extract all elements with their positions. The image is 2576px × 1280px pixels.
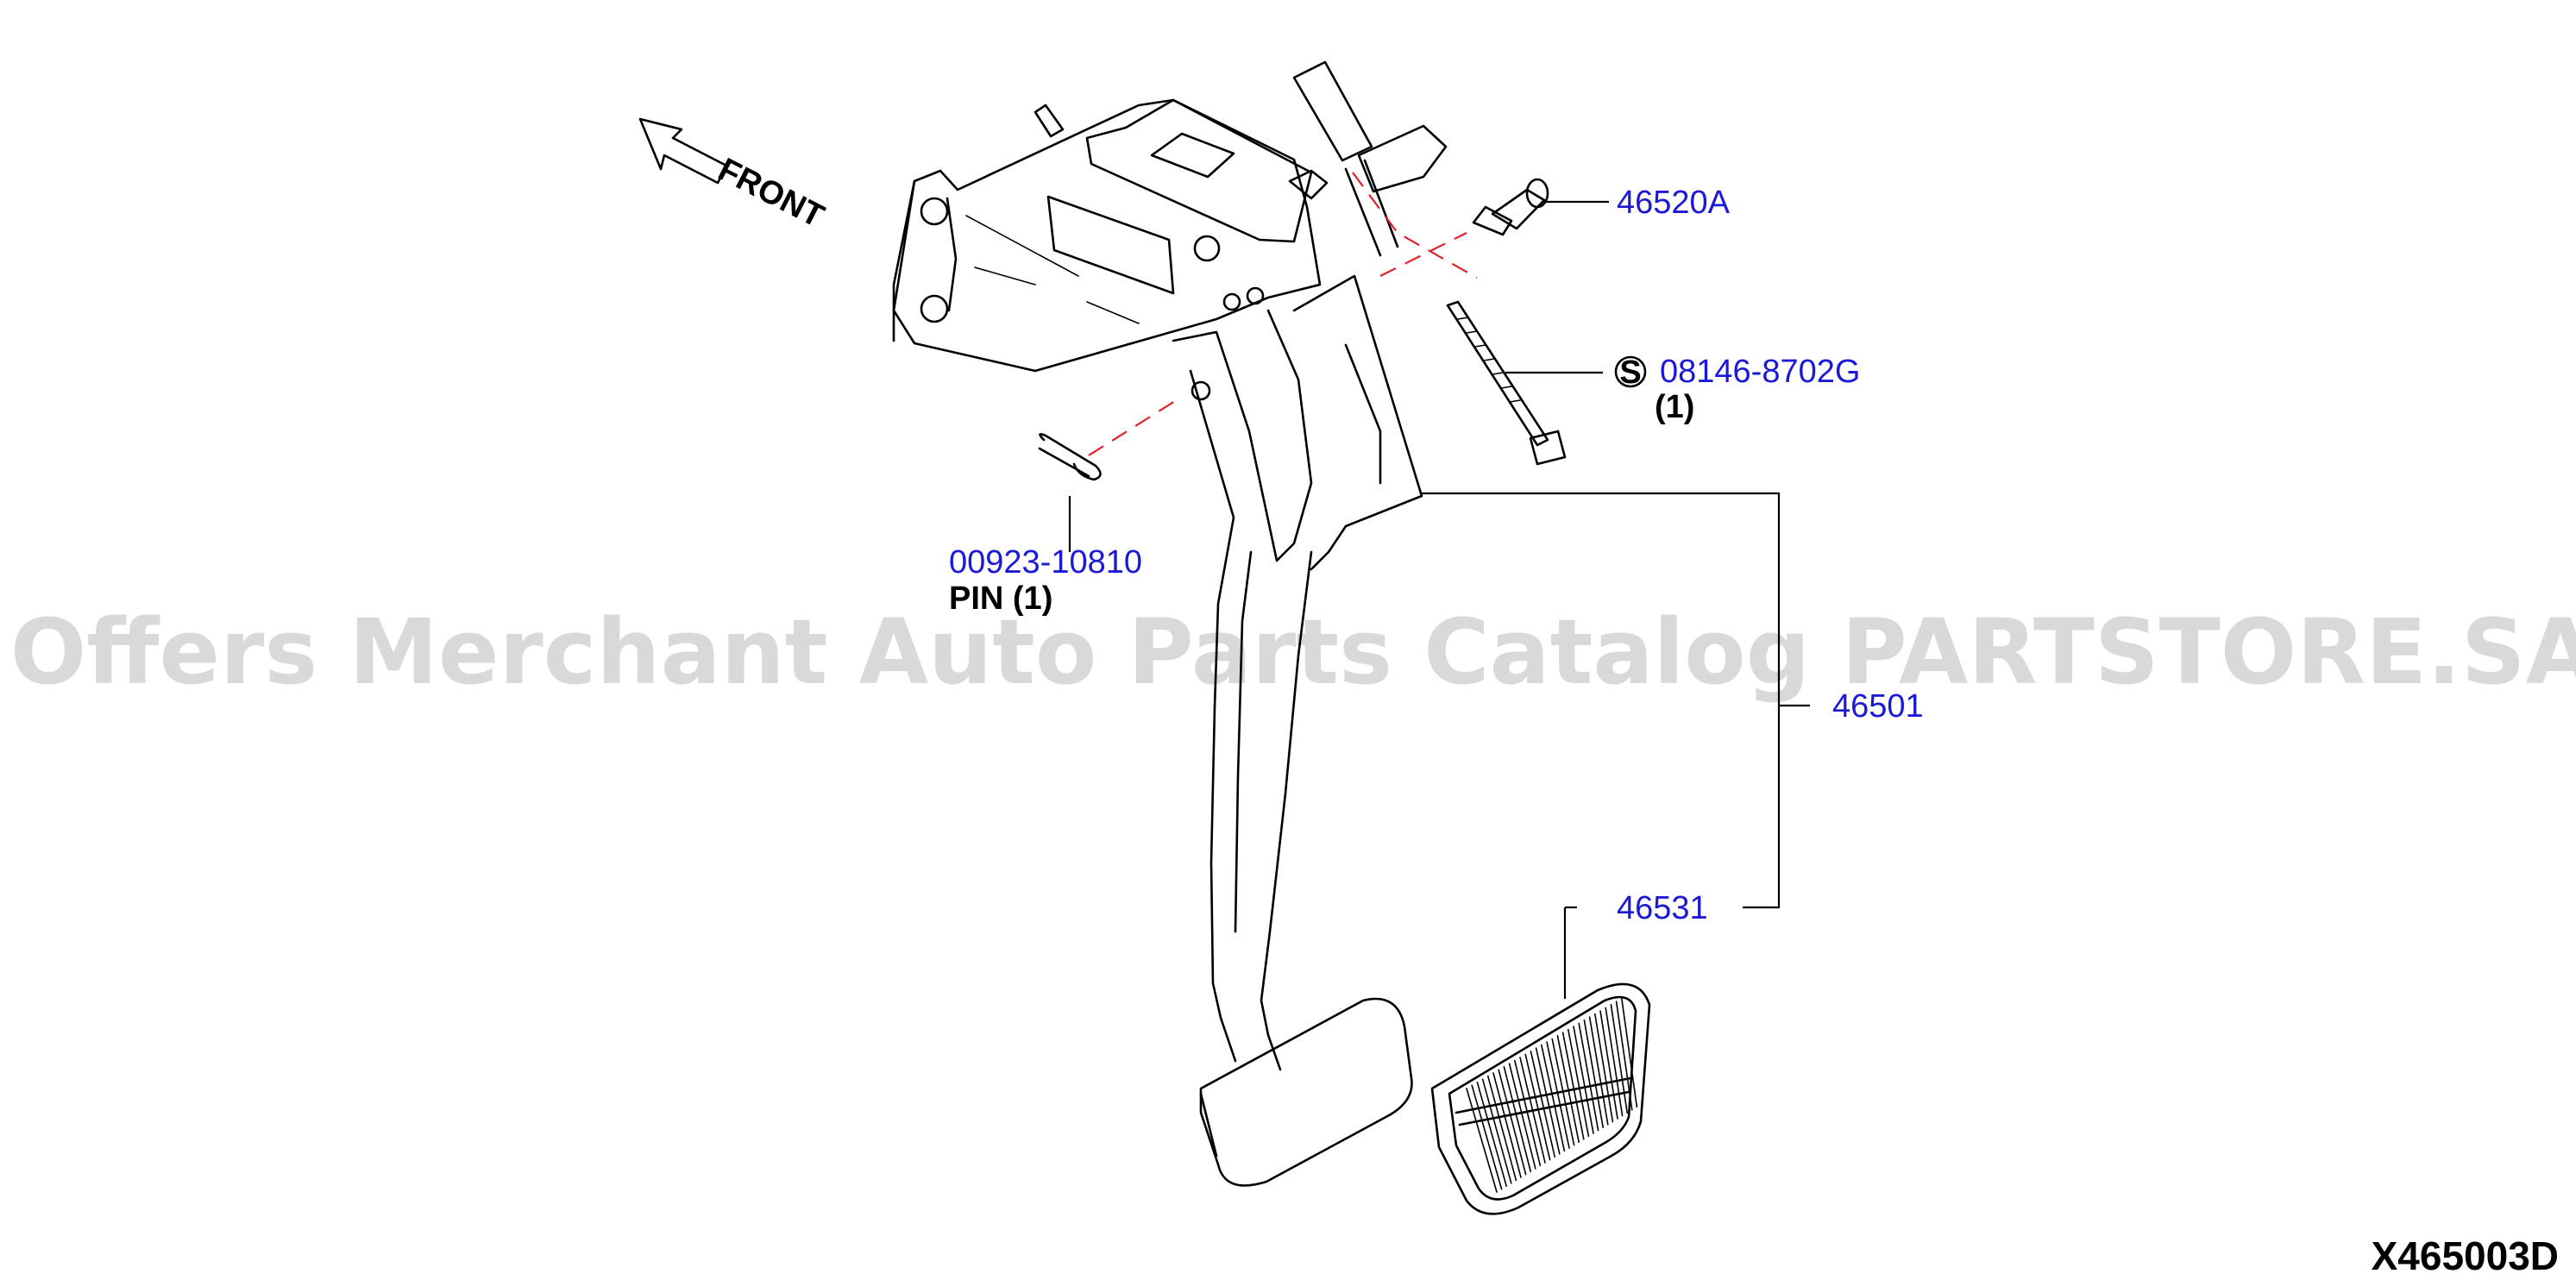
pedal-pad-rib (1561, 1032, 1585, 1140)
leader-lines (1068, 200, 1810, 999)
service-marker-icon (1614, 355, 1647, 388)
pedal-pad-rib (1541, 1044, 1566, 1152)
part-number-46531[interactable]: 46531 (1617, 890, 1708, 926)
pedal-pad-rib (1508, 1063, 1536, 1170)
pedal-pad-rib (1466, 1088, 1498, 1193)
pedal-bracket (892, 60, 1448, 373)
pedal-pad-rib (1481, 1078, 1512, 1184)
pedal-pad-rib (1599, 1010, 1618, 1120)
pedal-pad-bare (1199, 997, 1413, 1187)
assembly-guide-lines (1088, 172, 1478, 456)
pedal-pad-rib (1524, 1053, 1551, 1161)
part-number-00923-10810[interactable]: 00923-10810 (949, 544, 1142, 580)
diagram-code: X465003D (2372, 1233, 2559, 1278)
pedal-pad-rib (1476, 1082, 1507, 1187)
pedal-pad-rib (1588, 1016, 1609, 1126)
part-qty-08146-8702g: (1) (1655, 389, 1694, 425)
pedal-pad-rib (1503, 1066, 1531, 1172)
front-arrow-icon (638, 117, 728, 185)
pedal-pad-rib (1530, 1051, 1555, 1158)
pedal-pad-rib (1594, 1013, 1614, 1123)
pedal-pad-rib (1573, 1026, 1594, 1134)
bolt-46520a (1472, 178, 1549, 236)
pedal-pad-rib (1568, 1028, 1590, 1138)
front-direction-label: FRONT (713, 152, 830, 235)
service-marker-letter: S (1619, 355, 1641, 391)
pedal-pad-ribs (1466, 997, 1638, 1193)
hitch-pin (1038, 433, 1102, 481)
part-number-46501[interactable]: 46501 (1832, 688, 1924, 725)
pedal-arm (1172, 274, 1423, 1071)
watermark-text: Offers Merchant Auto Parts Catalog PARTS… (10, 599, 2576, 705)
pedal-pad-rib (1621, 997, 1638, 1108)
part-number-08146-8702g[interactable]: 08146-8702G (1660, 354, 1860, 390)
bolt-08146-8702g (1446, 300, 1567, 466)
pedal-pad-rib (1546, 1041, 1570, 1149)
pedal-pad-rib (1471, 1084, 1503, 1190)
pedal-pad-rib (1556, 1035, 1580, 1143)
pedal-pad-rib (1492, 1072, 1522, 1178)
pedal-pad-rib (1578, 1022, 1599, 1132)
pedal-pad-rib (1514, 1059, 1542, 1167)
pedal-pad-rib (1583, 1020, 1604, 1128)
pedal-pad-rib (1487, 1075, 1517, 1182)
pedal-pad-cover (1430, 982, 1651, 1215)
pedal-pad-rib (1605, 1007, 1624, 1117)
pedal-pad-rib (1610, 1004, 1628, 1114)
pedal-pad-rib (1498, 1069, 1527, 1176)
part-number-46520a[interactable]: 46520A (1617, 185, 1731, 221)
part-name-pin: PIN (1) (949, 580, 1052, 617)
pedal-pad-rib (1535, 1047, 1561, 1155)
